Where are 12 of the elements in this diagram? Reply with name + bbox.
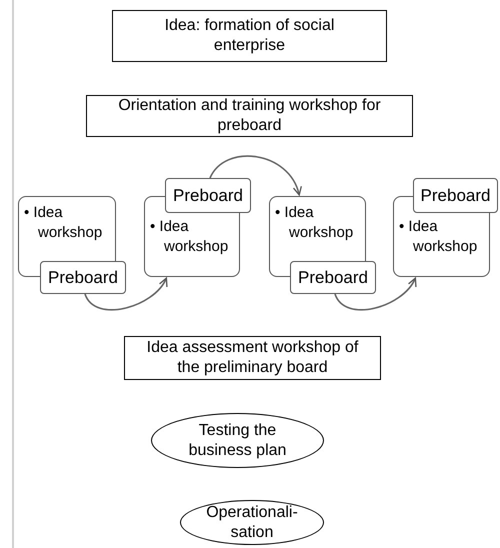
curved-arrow [334,277,416,310]
process-ellipse: Testing the business plan [151,413,324,468]
curved-arrow [84,277,168,310]
curved-arrow [209,155,302,196]
process-ellipse: Operationali- sation [180,500,324,545]
process-box: Idea assessment workshop of the preliminary board [124,336,381,380]
preboard-tab: Preboard [165,178,251,213]
process-box: Idea: formation of social enterprise [112,10,387,62]
preboard-tab: Preboard [290,261,376,294]
preboard-tab: Preboard [40,261,126,294]
preboard-tab: Preboard [413,178,498,213]
process-box: Orientation and training workshop for preboard [86,95,413,137]
